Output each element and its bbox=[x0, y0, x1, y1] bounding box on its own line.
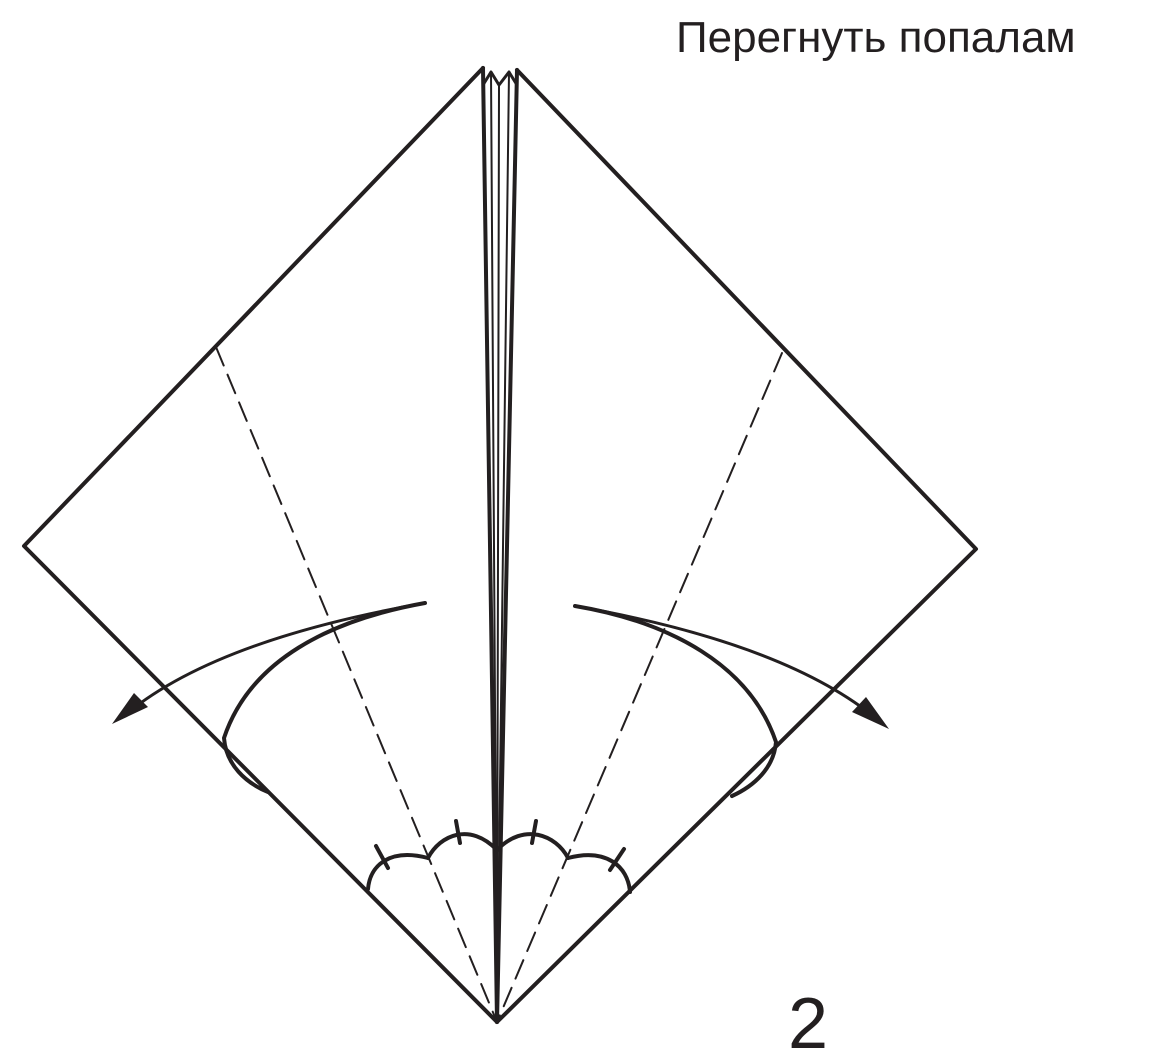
angle-arc-1 bbox=[366, 853, 430, 891]
step-number: 2 bbox=[788, 984, 829, 1064]
right-fold-arrow bbox=[573, 604, 778, 798]
instruction-text: Перегнуть попалам bbox=[676, 13, 1076, 62]
center-inner-right bbox=[496, 71, 510, 1023]
angle-tick-3 bbox=[530, 819, 538, 845]
diagram-canvas bbox=[22, 66, 978, 1024]
center-layer-left bbox=[481, 66, 499, 1024]
right-arrowhead-icon bbox=[852, 697, 889, 729]
angle-tick-1 bbox=[374, 844, 390, 870]
left-fold-line bbox=[215, 346, 498, 1023]
top-tip-notch bbox=[481, 66, 519, 87]
right-fold-arrow-tail bbox=[573, 604, 880, 722]
angle-arc-2 bbox=[426, 832, 499, 860]
right-fold-line bbox=[496, 352, 783, 1023]
origami-diagram: Перегнуть попалам 2 bbox=[22, 13, 1076, 1060]
left-arrowhead-icon bbox=[112, 693, 148, 724]
center-layer-right bbox=[495, 68, 519, 1024]
center-inner-mid bbox=[496, 84, 500, 1023]
angle-tick-2 bbox=[454, 819, 462, 845]
angle-arc-4 bbox=[566, 853, 632, 894]
angle-tick-4 bbox=[608, 847, 626, 872]
right-flap-outline bbox=[495, 68, 978, 1024]
left-flap-outline bbox=[22, 66, 499, 1024]
center-inner-left bbox=[490, 71, 498, 1023]
left-fold-arrow-tail bbox=[122, 601, 427, 718]
angle-arc-3 bbox=[495, 832, 570, 860]
left-fold-arrow bbox=[222, 601, 427, 794]
